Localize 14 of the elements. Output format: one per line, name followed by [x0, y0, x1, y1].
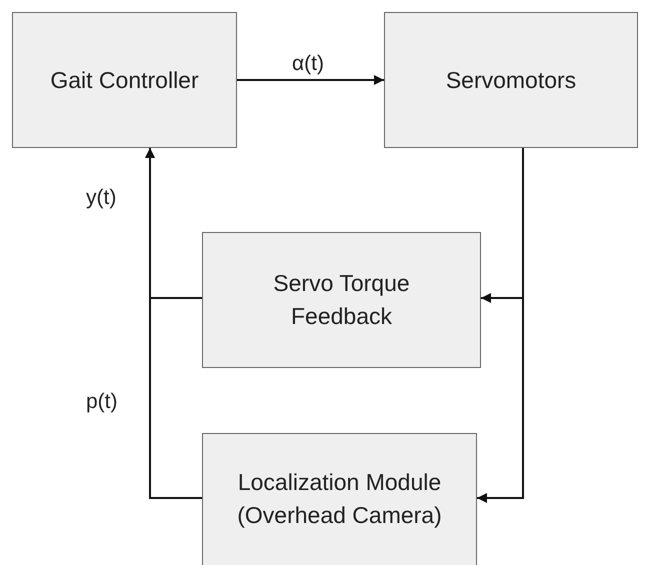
arrow	[145, 148, 202, 499]
edge-label: α(t)	[292, 52, 324, 76]
box-label: Gait Controller	[50, 66, 199, 94]
process-box	[202, 232, 481, 368]
edge-label: p(t)	[86, 390, 118, 414]
box-label: Localization Module (Overhead Camera)	[236, 468, 443, 530]
edge-label: y(t)	[86, 186, 116, 210]
arrow	[477, 148, 524, 503]
box-label: Servomotors	[446, 66, 576, 94]
arrow	[237, 75, 384, 85]
box-label: Servo Torque Feedback	[272, 269, 411, 331]
process-box	[12, 12, 237, 148]
process-box	[202, 433, 477, 565]
process-box	[384, 12, 638, 148]
